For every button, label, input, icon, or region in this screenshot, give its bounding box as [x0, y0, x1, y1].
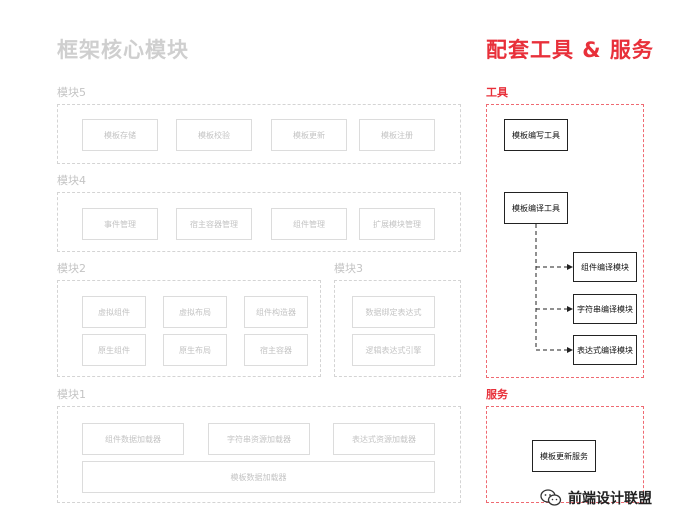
tools-label: 工具	[486, 86, 508, 99]
module1-item: 表达式资源加载器	[333, 423, 435, 455]
module5-item: 模板校验	[176, 119, 252, 151]
template-editor-tool: 模板编写工具	[504, 119, 568, 151]
module2-item: 虚拟组件	[82, 296, 146, 328]
module2-label: 模块2	[57, 262, 86, 275]
module5-item: 模板更新	[271, 119, 347, 151]
module3-item: 逻辑表达式引擎	[352, 334, 435, 366]
module5-item: 模板存储	[82, 119, 158, 151]
tools-services-title: 配套工具 & 服务	[486, 38, 654, 62]
module3-item: 数据绑定表达式	[352, 296, 435, 328]
module5-item: 模板注册	[359, 119, 435, 151]
template-compiler-tool: 模板编译工具	[504, 192, 568, 224]
module1-item: 组件数据加载器	[82, 423, 184, 455]
compiler-submodule: 组件编译模块	[573, 252, 637, 282]
module4-container	[57, 192, 461, 252]
module4-item: 事件管理	[82, 208, 158, 240]
module1-wide-item: 模板数据加载器	[82, 461, 435, 493]
module4-label: 模块4	[57, 174, 86, 187]
module4-item: 宿主容器管理	[176, 208, 252, 240]
module4-item: 组件管理	[271, 208, 347, 240]
wechat-icon	[540, 489, 562, 507]
module2-container	[57, 280, 321, 377]
module1-item: 字符串资源加载器	[208, 423, 310, 455]
module5-label: 模块5	[57, 86, 86, 99]
core-modules-title: 框架核心模块	[57, 38, 189, 62]
template-update-service: 模板更新服务	[532, 440, 596, 472]
module5-container	[57, 104, 461, 164]
module2-item: 组件构造器	[244, 296, 308, 328]
module2-item: 原生组件	[82, 334, 146, 366]
module3-container	[334, 280, 461, 377]
module2-item: 原生布局	[163, 334, 227, 366]
services-label: 服务	[486, 388, 508, 401]
module3-label: 模块3	[334, 262, 363, 275]
module1-label: 模块1	[57, 388, 86, 401]
module1-container	[57, 406, 461, 503]
module2-item: 宿主容器	[244, 334, 308, 366]
compiler-submodule: 表达式编译模块	[573, 335, 637, 365]
services-container	[486, 406, 644, 503]
footer-brand-text: 前端设计联盟	[568, 491, 652, 507]
module2-item: 虚拟布局	[163, 296, 227, 328]
compiler-submodule: 字符串编译模块	[573, 294, 637, 324]
tools-container	[486, 104, 644, 378]
footer-watermark: 前端设计联盟	[540, 488, 652, 508]
module4-item: 扩展模块管理	[359, 208, 435, 240]
